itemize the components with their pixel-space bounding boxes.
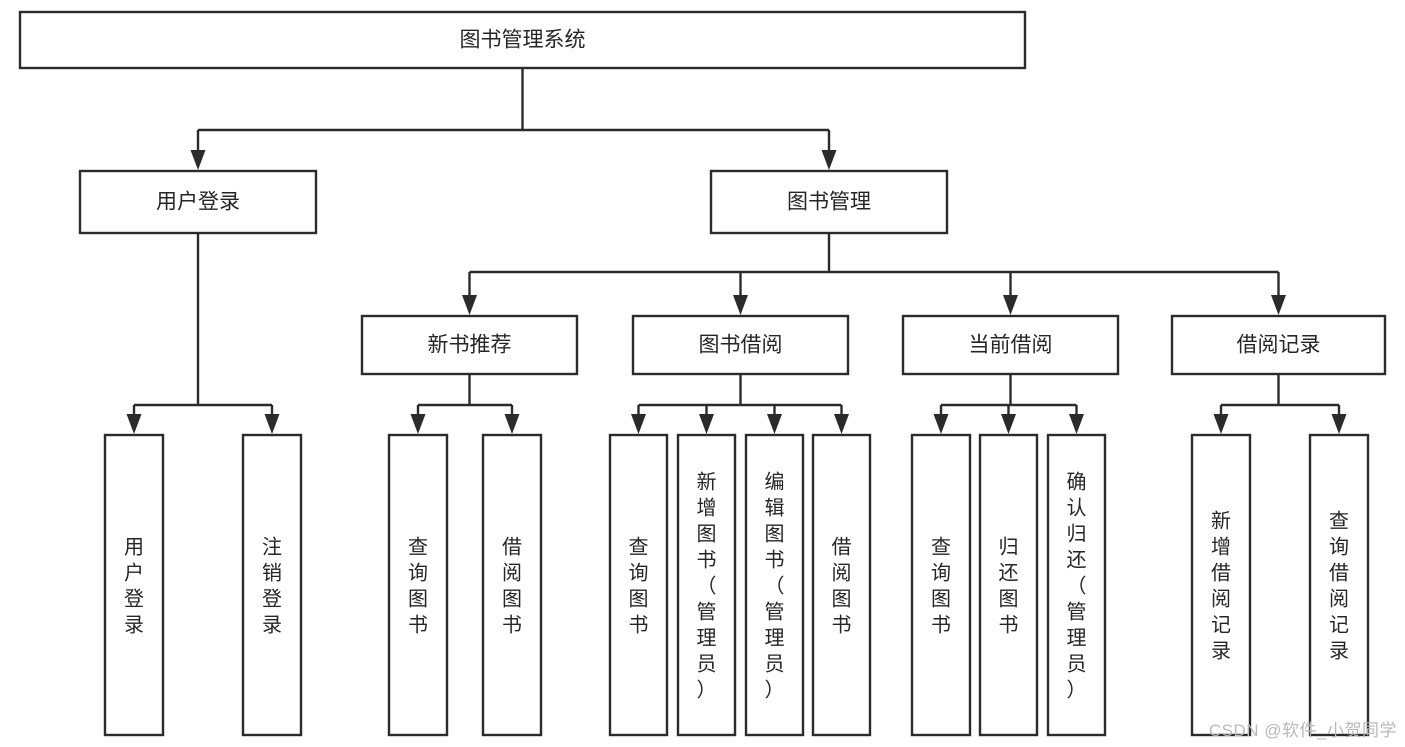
node-box-leaf-query-book-3: [910, 433, 972, 737]
arrow-head-icon: [733, 295, 748, 315]
node-leaf-query-book-1[interactable]: 查询图书: [387, 433, 449, 737]
arrow-head-icon: [126, 414, 142, 434]
node-leaf-borrow-book-2[interactable]: 借阅图书: [811, 433, 872, 737]
node-label-leaf-query-record: 查询借阅记录: [1329, 509, 1349, 662]
node-box-book-borrow: [631, 314, 850, 376]
node-leaf-user-login[interactable]: 用户登录: [103, 433, 165, 737]
node-leaf-query-book-3[interactable]: 查询图书: [910, 433, 972, 737]
connector-group-user-login: [126, 233, 280, 434]
node-new-book-rec[interactable]: 新书推荐: [360, 314, 579, 376]
node-box-leaf-add-book: [676, 433, 737, 737]
node-label-leaf-query-book-1: 查询图书: [408, 535, 428, 636]
node-leaf-add-record[interactable]: 新增借阅记录: [1190, 433, 1252, 737]
node-box-user-login: [78, 169, 318, 235]
node-label-current-borrow: 当前借阅: [969, 334, 1053, 357]
arrow-head-icon: [1331, 414, 1347, 434]
arrow-head-icon: [504, 414, 520, 434]
node-leaf-borrow-book-1[interactable]: 借阅图书: [481, 433, 543, 737]
node-leaf-logout[interactable]: 注销登录: [241, 433, 303, 737]
node-leaf-query-book-2[interactable]: 查询图书: [608, 433, 669, 737]
node-label-root: 图书管理系统: [460, 29, 586, 52]
node-root[interactable]: 图书管理系统: [18, 10, 1027, 70]
node-book-manage[interactable]: 图书管理: [709, 169, 949, 235]
node-layer: 图书管理系统用户登录图书管理新书推荐图书借阅当前借阅借阅记录用户登录注销登录查询…: [18, 10, 1387, 737]
node-leaf-add-book[interactable]: 新增图书（管理员）: [676, 433, 737, 737]
node-box-leaf-query-book-2: [608, 433, 669, 737]
node-box-leaf-query-book-1: [387, 433, 449, 737]
node-leaf-confirm-return[interactable]: 确认归还（管理员）: [1046, 433, 1107, 737]
node-label-leaf-borrow-book-2: 借阅图书: [832, 535, 852, 636]
node-box-leaf-logout: [241, 433, 303, 737]
node-box-leaf-borrow-book-1: [481, 433, 543, 737]
node-box-root: [18, 10, 1027, 70]
node-label-book-manage: 图书管理: [787, 191, 871, 214]
arrow-head-icon: [1213, 414, 1229, 434]
arrow-head-icon: [1069, 414, 1084, 434]
node-label-leaf-query-book-3: 查询图书: [931, 535, 951, 636]
node-label-borrow-record: 借阅记录: [1237, 334, 1321, 357]
connector-group-borrow-record: [1213, 374, 1347, 434]
node-user-login[interactable]: 用户登录: [78, 169, 318, 235]
node-box-leaf-confirm-return: [1046, 433, 1107, 737]
node-leaf-return-book[interactable]: 归还图书: [978, 433, 1039, 737]
node-label-user-login: 用户登录: [156, 191, 240, 214]
node-box-leaf-query-record: [1308, 433, 1370, 737]
node-book-borrow[interactable]: 图书借阅: [631, 314, 850, 376]
node-label-leaf-borrow-book-1: 借阅图书: [502, 535, 522, 636]
node-label-leaf-confirm-return: 确认归还（管理员）: [1067, 470, 1087, 701]
arrow-head-icon: [462, 295, 477, 315]
arrow-head-icon: [821, 150, 837, 170]
arrow-head-icon: [933, 414, 949, 434]
connector-group-book-manage: [462, 233, 1286, 315]
connector-group-current-borrow: [933, 374, 1084, 434]
node-label-leaf-return-book: 归还图书: [999, 535, 1019, 636]
node-box-leaf-borrow-book-2: [811, 433, 872, 737]
node-label-leaf-logout: 注销登录: [262, 535, 282, 636]
arrow-head-icon: [1001, 414, 1016, 434]
arrow-head-icon: [699, 414, 714, 434]
node-box-new-book-rec: [360, 314, 579, 376]
node-box-leaf-add-record: [1190, 433, 1252, 737]
node-box-leaf-user-login: [103, 433, 165, 737]
arrow-head-icon: [834, 414, 849, 434]
node-borrow-record[interactable]: 借阅记录: [1170, 314, 1387, 376]
node-label-leaf-add-record: 新增借阅记录: [1211, 509, 1231, 662]
connector-group-new-book-rec: [410, 374, 520, 434]
arrow-head-icon: [767, 414, 782, 434]
node-label-leaf-user-login: 用户登录: [124, 536, 144, 636]
arrow-head-icon: [631, 414, 646, 434]
node-box-leaf-edit-book: [744, 433, 805, 737]
node-box-current-borrow: [901, 314, 1120, 376]
node-label-leaf-add-book: 新增图书（管理员）: [697, 470, 717, 701]
node-box-leaf-return-book: [978, 433, 1039, 737]
node-current-borrow[interactable]: 当前借阅: [901, 314, 1120, 376]
node-label-leaf-edit-book: 编辑图书（管理员）: [765, 470, 785, 701]
node-leaf-edit-book[interactable]: 编辑图书（管理员）: [744, 433, 805, 737]
node-leaf-query-record[interactable]: 查询借阅记录: [1308, 433, 1370, 737]
node-box-borrow-record: [1170, 314, 1387, 376]
node-box-book-manage: [709, 169, 949, 235]
node-label-book-borrow: 图书借阅: [699, 334, 783, 357]
connector-group-root: [190, 68, 837, 170]
arrow-head-icon: [190, 150, 206, 170]
node-label-leaf-query-book-2: 查询图书: [629, 535, 649, 636]
node-label-new-book-rec: 新书推荐: [428, 334, 512, 357]
connector-group-book-borrow: [631, 374, 849, 434]
arrow-head-icon: [1271, 295, 1286, 315]
arrow-head-icon: [410, 414, 426, 434]
connector-layer: [126, 68, 1347, 434]
arrow-head-icon: [264, 414, 280, 434]
arrow-head-icon: [1003, 295, 1018, 315]
